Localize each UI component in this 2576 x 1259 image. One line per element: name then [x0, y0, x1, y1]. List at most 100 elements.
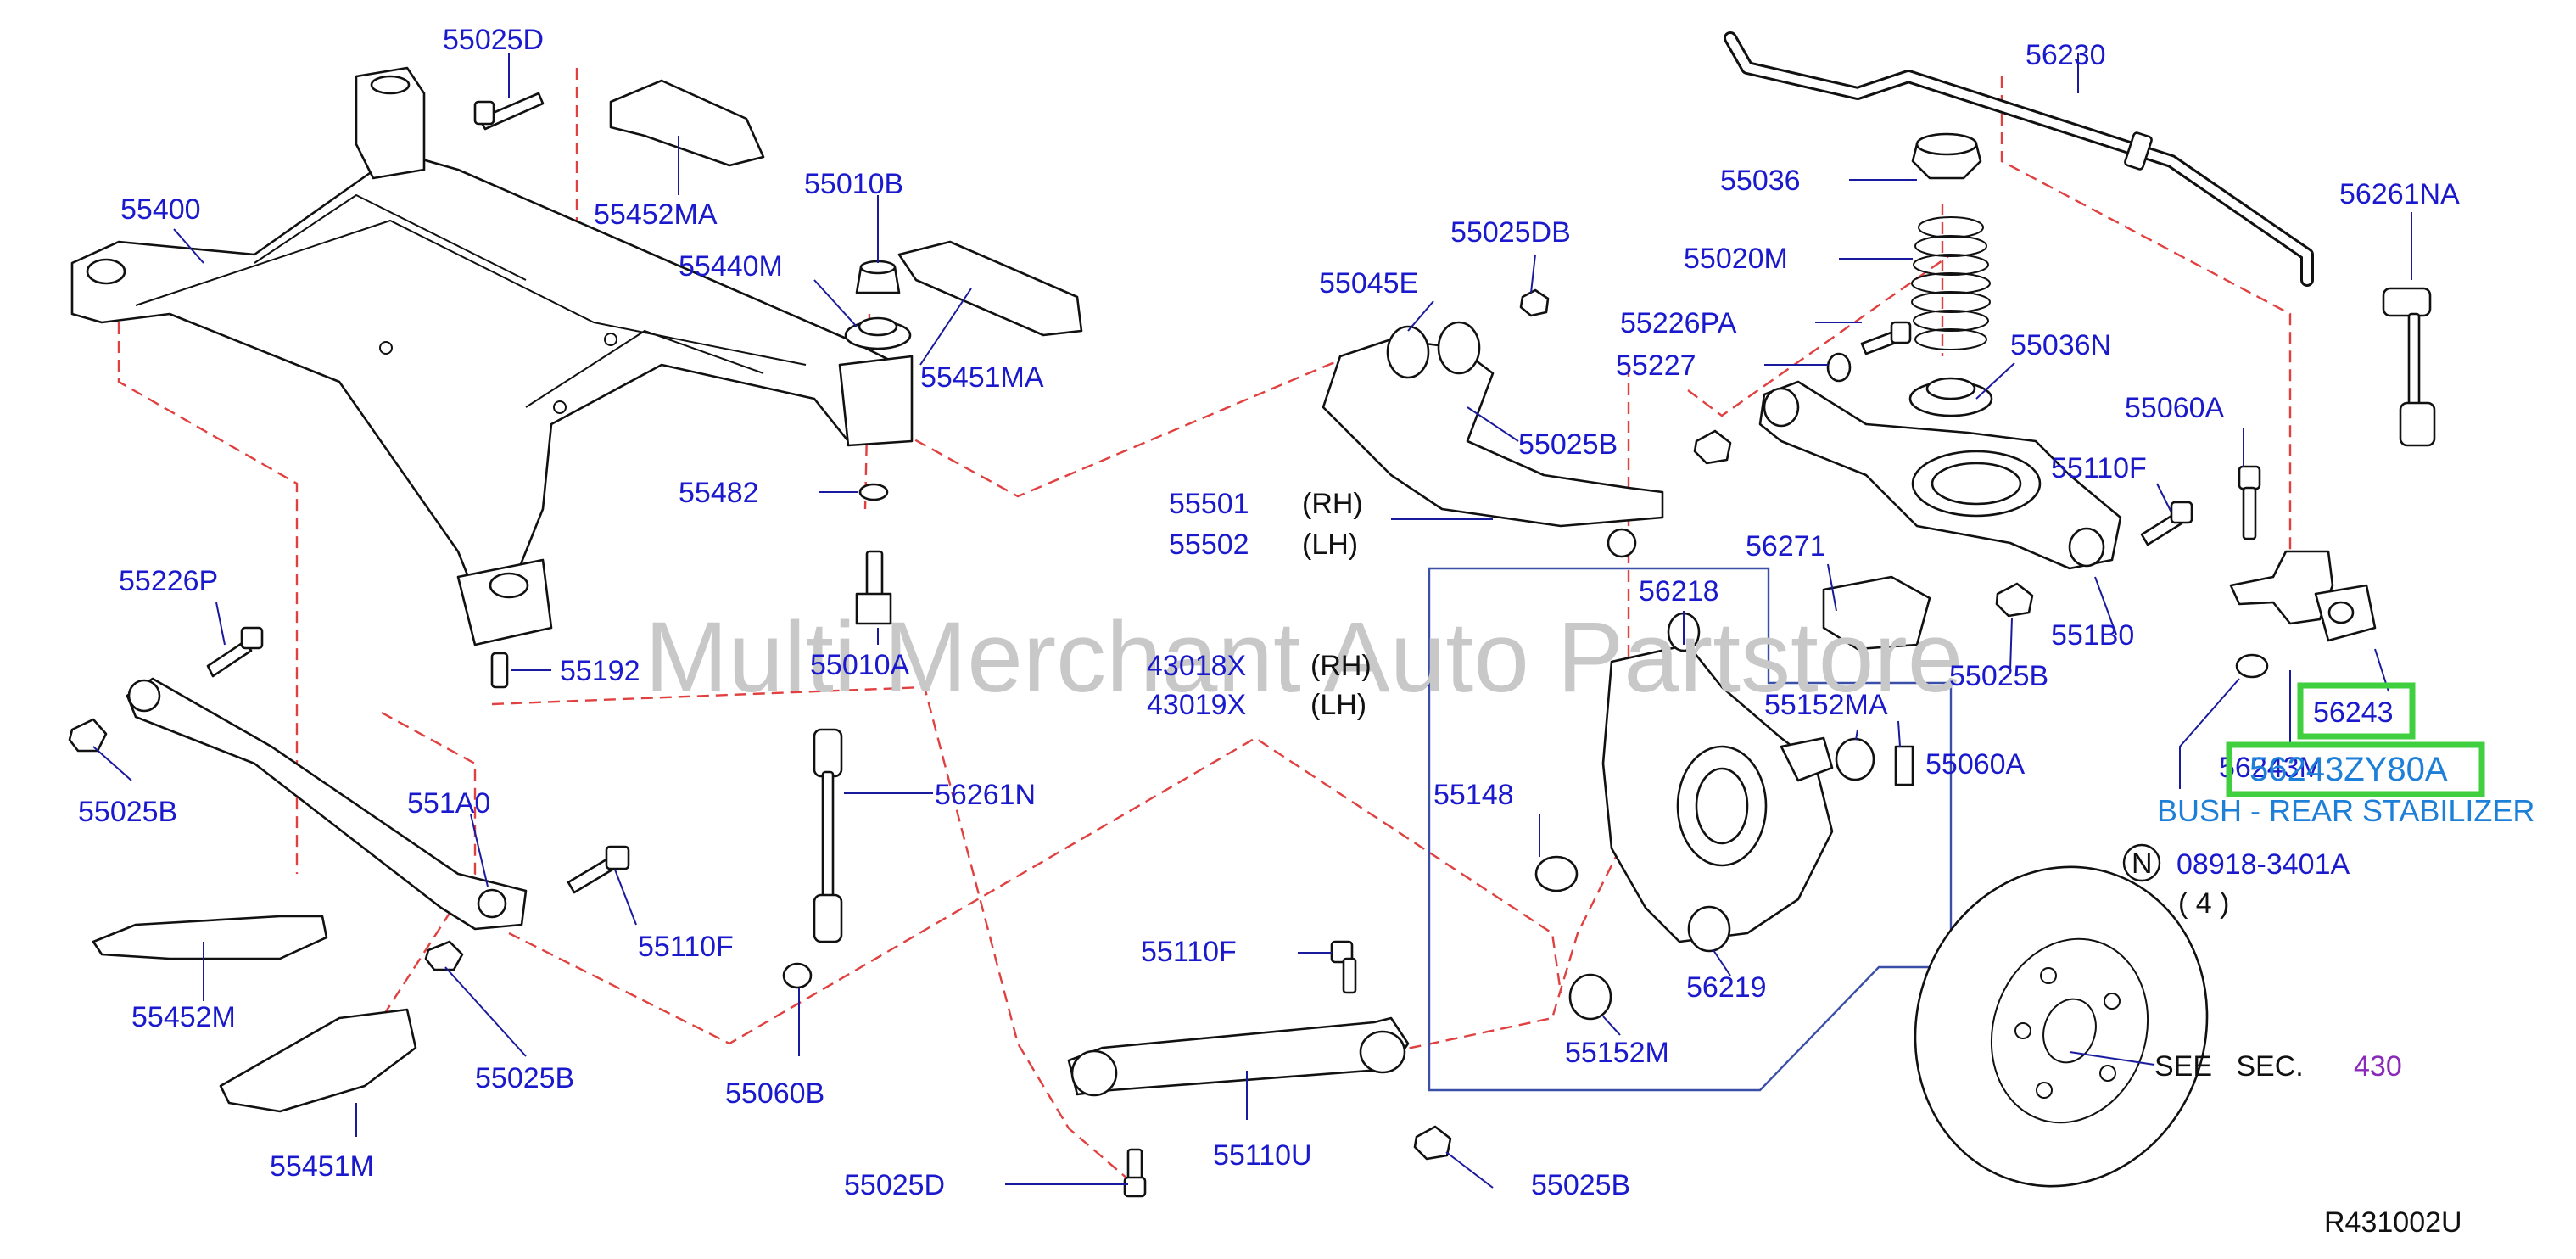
label-551A0[interactable]: 551A0: [407, 787, 490, 820]
washer-55227: [1826, 352, 1852, 383]
note-part-number[interactable]: 08918-3401A: [2176, 848, 2350, 881]
label-56218[interactable]: 56218: [1639, 575, 1719, 607]
label-55400[interactable]: 55400: [120, 193, 201, 226]
label-55502[interactable]: 55502: [1169, 529, 1249, 561]
bolt-55226PA: [1860, 321, 1912, 355]
label-55025D-bottom[interactable]: 55025D: [844, 1169, 945, 1201]
label-43018X-side: (RH): [1310, 650, 1372, 682]
label-55502-side: (LH): [1302, 529, 1358, 561]
label-55025B-lower[interactable]: 55025B: [475, 1062, 574, 1094]
bolt-55010A: [855, 550, 892, 625]
label-55036[interactable]: 55036: [1720, 165, 1801, 197]
label-55025B-right[interactable]: 55025B: [1949, 660, 2048, 692]
label-55110F-mid[interactable]: 55110F: [1141, 936, 1237, 968]
label-55226PA[interactable]: 55226PA: [1620, 307, 1737, 339]
leader-lines: [92, 53, 2412, 1189]
label-55010B[interactable]: 55010B: [804, 168, 903, 200]
label-55501[interactable]: 55501: [1169, 488, 1249, 520]
label-55440M[interactable]: 55440M: [679, 250, 783, 283]
pin-55192: [490, 652, 509, 689]
label-56261N[interactable]: 56261N: [935, 779, 1036, 811]
label-55110F-left[interactable]: 55110F: [638, 931, 734, 963]
brake-rotor: [1914, 865, 2209, 1188]
label-56243[interactable]: 56243: [2313, 697, 2394, 729]
bracket-55452MA: [609, 79, 765, 167]
label-55110F-right[interactable]: 55110F: [2051, 452, 2147, 484]
nut-55010B: [855, 260, 901, 294]
label-55020M[interactable]: 55020M: [1684, 243, 1788, 275]
nut-55440M: [844, 316, 912, 350]
label-55025B-mid[interactable]: 55025B: [1518, 428, 1618, 461]
replacement-part-number[interactable]: 56243ZY80A: [2249, 751, 2448, 788]
label-43019X-side: (LH): [1310, 689, 1366, 721]
nut-55025B-left: [68, 718, 108, 753]
label-43019X[interactable]: 43019X: [1147, 689, 1246, 721]
nut-55025B-right: [1995, 582, 2034, 618]
label-55060A-top[interactable]: 55060A: [2125, 392, 2225, 424]
bolt-55110F-mid: [1330, 940, 1357, 994]
label-55227[interactable]: 55227: [1616, 350, 1696, 382]
label-55025B-left[interactable]: 55025B: [78, 796, 177, 828]
label-55025D-top[interactable]: 55025D: [443, 24, 544, 56]
lateral-link-551A0: [126, 677, 528, 931]
highlighted-part-callout: 56243 56243M 56243ZY80A BUSH - REAR STAB…: [2157, 682, 2534, 828]
bolt-55060A-mid: [1894, 745, 1914, 786]
label-56219[interactable]: 56219: [1686, 971, 1767, 1004]
label-55025B-bottom[interactable]: 55025B: [1531, 1169, 1630, 1201]
section-link-430[interactable]: 430: [2354, 1050, 2402, 1083]
label-55025DB[interactable]: 55025DB: [1450, 216, 1571, 249]
label-55226P[interactable]: 55226P: [119, 565, 218, 597]
fastener-note: N 08918-3401A ( 4 ): [2122, 843, 2350, 920]
label-55148[interactable]: 55148: [1433, 779, 1514, 811]
bracket-55451MA: [897, 240, 1083, 337]
nut-55060B: [782, 962, 813, 989]
label-55010A[interactable]: 55010A: [810, 649, 910, 681]
figure-code: R431002U: [2324, 1206, 2462, 1239]
lower-link-55110U: [1067, 1016, 1410, 1097]
nut-55025B-lower: [424, 940, 464, 971]
bushing-56219: [1687, 905, 1731, 953]
label-551B0[interactable]: 551B0: [2051, 619, 2134, 652]
note-quantity: ( 4 ): [2178, 887, 2229, 920]
label-55192[interactable]: 55192: [560, 655, 640, 687]
bushing-55148: [1534, 855, 1579, 892]
label-56230[interactable]: 56230: [2026, 39, 2106, 71]
label-55110U[interactable]: 55110U: [1213, 1139, 1312, 1172]
see-section-text: SEE SEC.: [2154, 1050, 2304, 1083]
label-55482[interactable]: 55482: [679, 477, 759, 509]
stabilizer-link-56261NA: [2382, 287, 2436, 447]
bushing-55152M: [1568, 973, 1612, 1021]
bolt-55060A-top: [2238, 465, 2261, 540]
part-labels: 55025D 55400 55452MA 55010B 55440M 55451…: [78, 24, 2460, 1201]
label-56271[interactable]: 56271: [1746, 530, 1826, 562]
label-55060B[interactable]: 55060B: [725, 1077, 824, 1110]
watermark: Multi Merchant Auto Partstore: [645, 602, 1963, 713]
label-43018X[interactable]: 43018X: [1147, 650, 1246, 682]
label-55036N[interactable]: 55036N: [2010, 329, 2111, 361]
lower-arm-551B0: [1758, 380, 2122, 570]
label-55060A-mid[interactable]: 55060A: [1925, 748, 2026, 781]
stabilizer-bar: [1724, 31, 2314, 287]
label-55452MA[interactable]: 55452MA: [594, 199, 718, 231]
label-56261NA[interactable]: 56261NA: [2339, 178, 2460, 210]
washer-bracket: [2235, 653, 2269, 679]
spring-seat-55036N: [1908, 377, 1993, 417]
label-56243M: 56243M: [2219, 752, 2323, 784]
rear-subframe: [70, 66, 914, 646]
highlight-box-replacement: [2226, 741, 2485, 797]
stabilizer-bush-56243: [2314, 584, 2377, 642]
washer-55482: [858, 483, 889, 501]
bolt-55025D-top: [473, 92, 545, 131]
label-55152MA[interactable]: 55152MA: [1764, 689, 1888, 721]
label-55452M[interactable]: 55452M: [131, 1001, 236, 1033]
bracket-56271: [1822, 575, 1931, 651]
bump-stop-55036: [1911, 132, 1982, 180]
label-55152M[interactable]: 55152M: [1565, 1037, 1669, 1069]
nut-55025DB: [1519, 288, 1550, 317]
nut-left-lower-arm: [1693, 429, 1732, 465]
label-55045E[interactable]: 55045E: [1319, 267, 1418, 299]
label-55451M[interactable]: 55451M: [270, 1150, 374, 1183]
label-55451MA[interactable]: 55451MA: [920, 361, 1044, 394]
bolt-55025D-bottom: [1123, 1148, 1147, 1198]
see-section-reference: SEE SEC. 430: [2154, 1050, 2402, 1083]
